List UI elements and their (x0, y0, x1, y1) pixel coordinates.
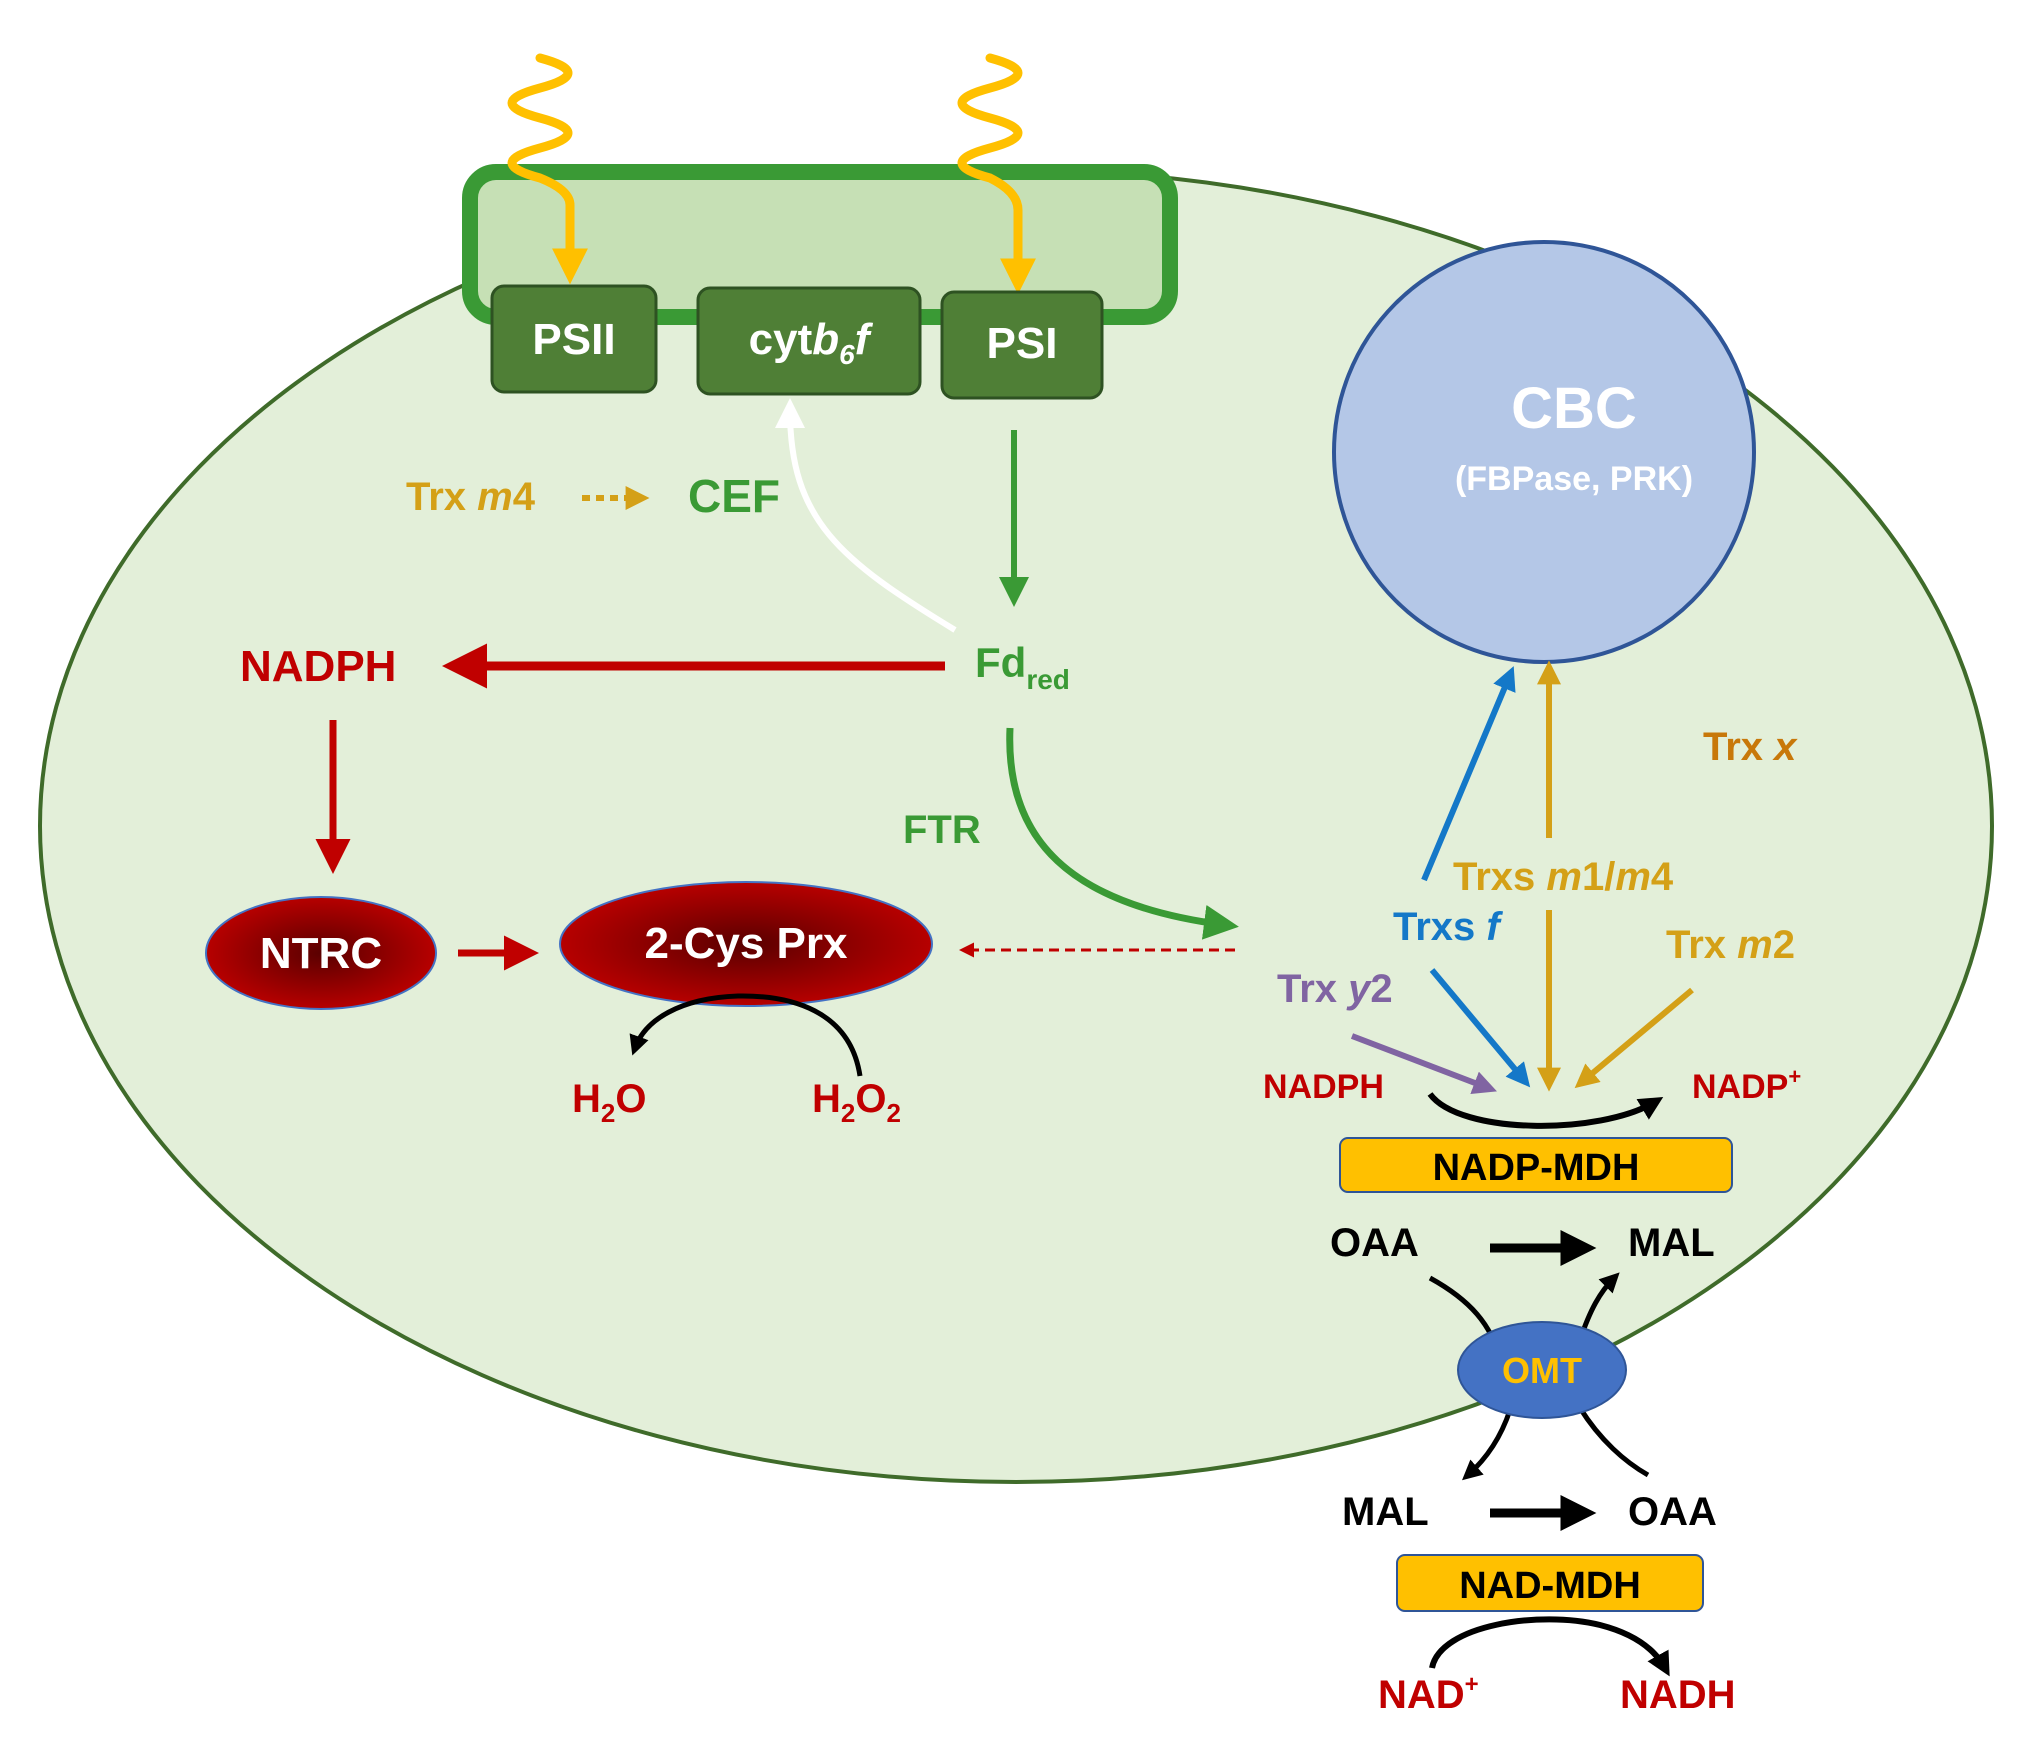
oaa-bottom-label: OAA (1628, 1490, 1717, 1534)
fd-red-label: Fdred (975, 639, 1070, 695)
trx-x-label: Trx x (1703, 725, 1798, 769)
h2o-label: H2O (572, 1077, 646, 1128)
trx-m4-cef-label: Trx m4 (406, 475, 536, 519)
cbc-title: CBC (1511, 376, 1637, 441)
light-wave-psi (957, 53, 1036, 295)
ntrc-ellipse (205, 896, 437, 1010)
arrow-nadph-nadp (1427, 1092, 1664, 1129)
mal-bottom-label: MAL (1342, 1490, 1429, 1534)
psii-label: PSII (532, 315, 615, 364)
nadp-mdh-label: NADP-MDH (1433, 1147, 1640, 1189)
trx-y2-label: Trx y2 (1277, 967, 1393, 1011)
cbc-subtitle: (FBPase, PRK) (1455, 460, 1693, 498)
ntrc-label: NTRC (260, 929, 382, 978)
psi-label: PSI (987, 319, 1058, 368)
psii-complex: PSII (490, 284, 658, 394)
arrow-nad-nadh (1429, 1616, 1670, 1677)
prx-label: 2-Cys Prx (644, 919, 848, 968)
nadp-mdh-box (1339, 1137, 1733, 1193)
nadh-label: NADH (1620, 1673, 1736, 1717)
cbc-circle (1332, 240, 1756, 664)
oaa-top-label: OAA (1330, 1221, 1419, 1265)
nadph-right-label: NADPH (1263, 1068, 1384, 1106)
arrow-omt-mal-bottom (1462, 1409, 1513, 1481)
arrow-trxs-f-cbc (1421, 666, 1516, 882)
omt-ellipse (1457, 1321, 1627, 1419)
arrow-h2o2-h2o (629, 993, 863, 1077)
nad-mdh-box (1396, 1554, 1704, 1612)
arrow-fd-cyt-cef (775, 398, 957, 633)
trx-m2-label: Trx m2 (1666, 923, 1795, 967)
ftr-label: FTR (903, 808, 981, 852)
arrow-trx-y2-mdh (1350, 1033, 1497, 1095)
nad-plus-label: NAD+ (1378, 1671, 1479, 1717)
arrow-omt-oaa-bottom (1577, 1406, 1650, 1478)
psi-complex: PSI (940, 290, 1104, 400)
h2o2-label: H2O2 (812, 1077, 901, 1128)
arrow-trx-m2-mdh (1574, 987, 1694, 1089)
trx-m14-label: Trxs m1/m4 (1453, 855, 1674, 899)
cytb6f-complex: cytb6f (696, 286, 922, 396)
arrow-trxs-f-mdh (1429, 968, 1531, 1088)
nad-mdh-label: NAD-MDH (1459, 1565, 1641, 1607)
trxs-f-label: Trxs f (1393, 905, 1503, 949)
omt-label: OMT (1502, 1350, 1582, 1391)
arrow-fd-ftr (1006, 727, 1239, 940)
cef-label: CEF (688, 470, 780, 522)
nadph-left-label: NADPH (240, 642, 396, 691)
cytb6f-label: cytb6f (749, 315, 874, 370)
prx-ellipse (559, 881, 933, 1007)
light-wave-psii (507, 53, 588, 285)
nadp-plus-label: NADP+ (1692, 1064, 1801, 1106)
mal-top-label: MAL (1628, 1221, 1715, 1265)
